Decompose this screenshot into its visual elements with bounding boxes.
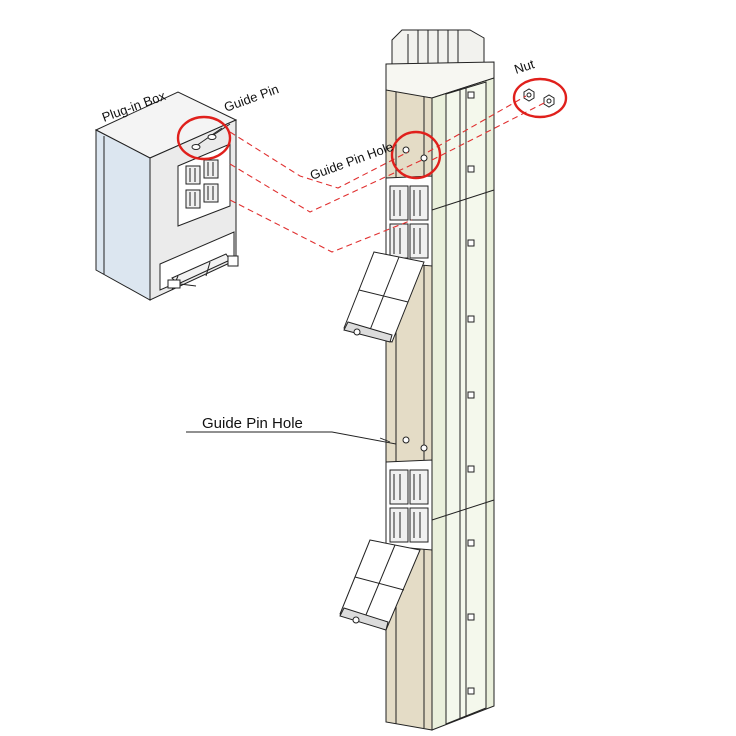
highlight-circles bbox=[176, 77, 568, 180]
label-guide-pin-hole-mid: Guide Pin Hole bbox=[202, 415, 303, 432]
upper-outlet bbox=[385, 175, 433, 267]
nuts bbox=[523, 88, 555, 108]
plugin-box bbox=[94, 91, 239, 301]
busway-duct bbox=[339, 29, 495, 731]
label-nut: Nut bbox=[512, 56, 536, 77]
upper-guide-pin-holes bbox=[402, 146, 428, 162]
nut-highlight bbox=[512, 77, 568, 119]
guide-pin-highlight bbox=[176, 115, 232, 161]
side-bolts bbox=[467, 91, 475, 695]
upper-flap-door bbox=[343, 251, 425, 343]
label-guide-pin-hole-top: Guide Pin Hole bbox=[308, 139, 395, 183]
label-guide-pin: Guide Pin bbox=[222, 81, 281, 115]
plugin-box-guide-pins bbox=[191, 123, 231, 150]
plugin-box-connector bbox=[177, 143, 231, 227]
alignment-leader-lines bbox=[229, 95, 547, 253]
lower-outlet bbox=[385, 459, 433, 551]
label-leaders bbox=[186, 431, 397, 445]
plugin-box-handle bbox=[159, 231, 239, 291]
mid-guide-pin-holes bbox=[402, 436, 428, 452]
lower-flap-door bbox=[339, 539, 421, 631]
guide-pin-hole-highlight bbox=[390, 130, 442, 180]
busway-top-connector bbox=[385, 29, 495, 99]
